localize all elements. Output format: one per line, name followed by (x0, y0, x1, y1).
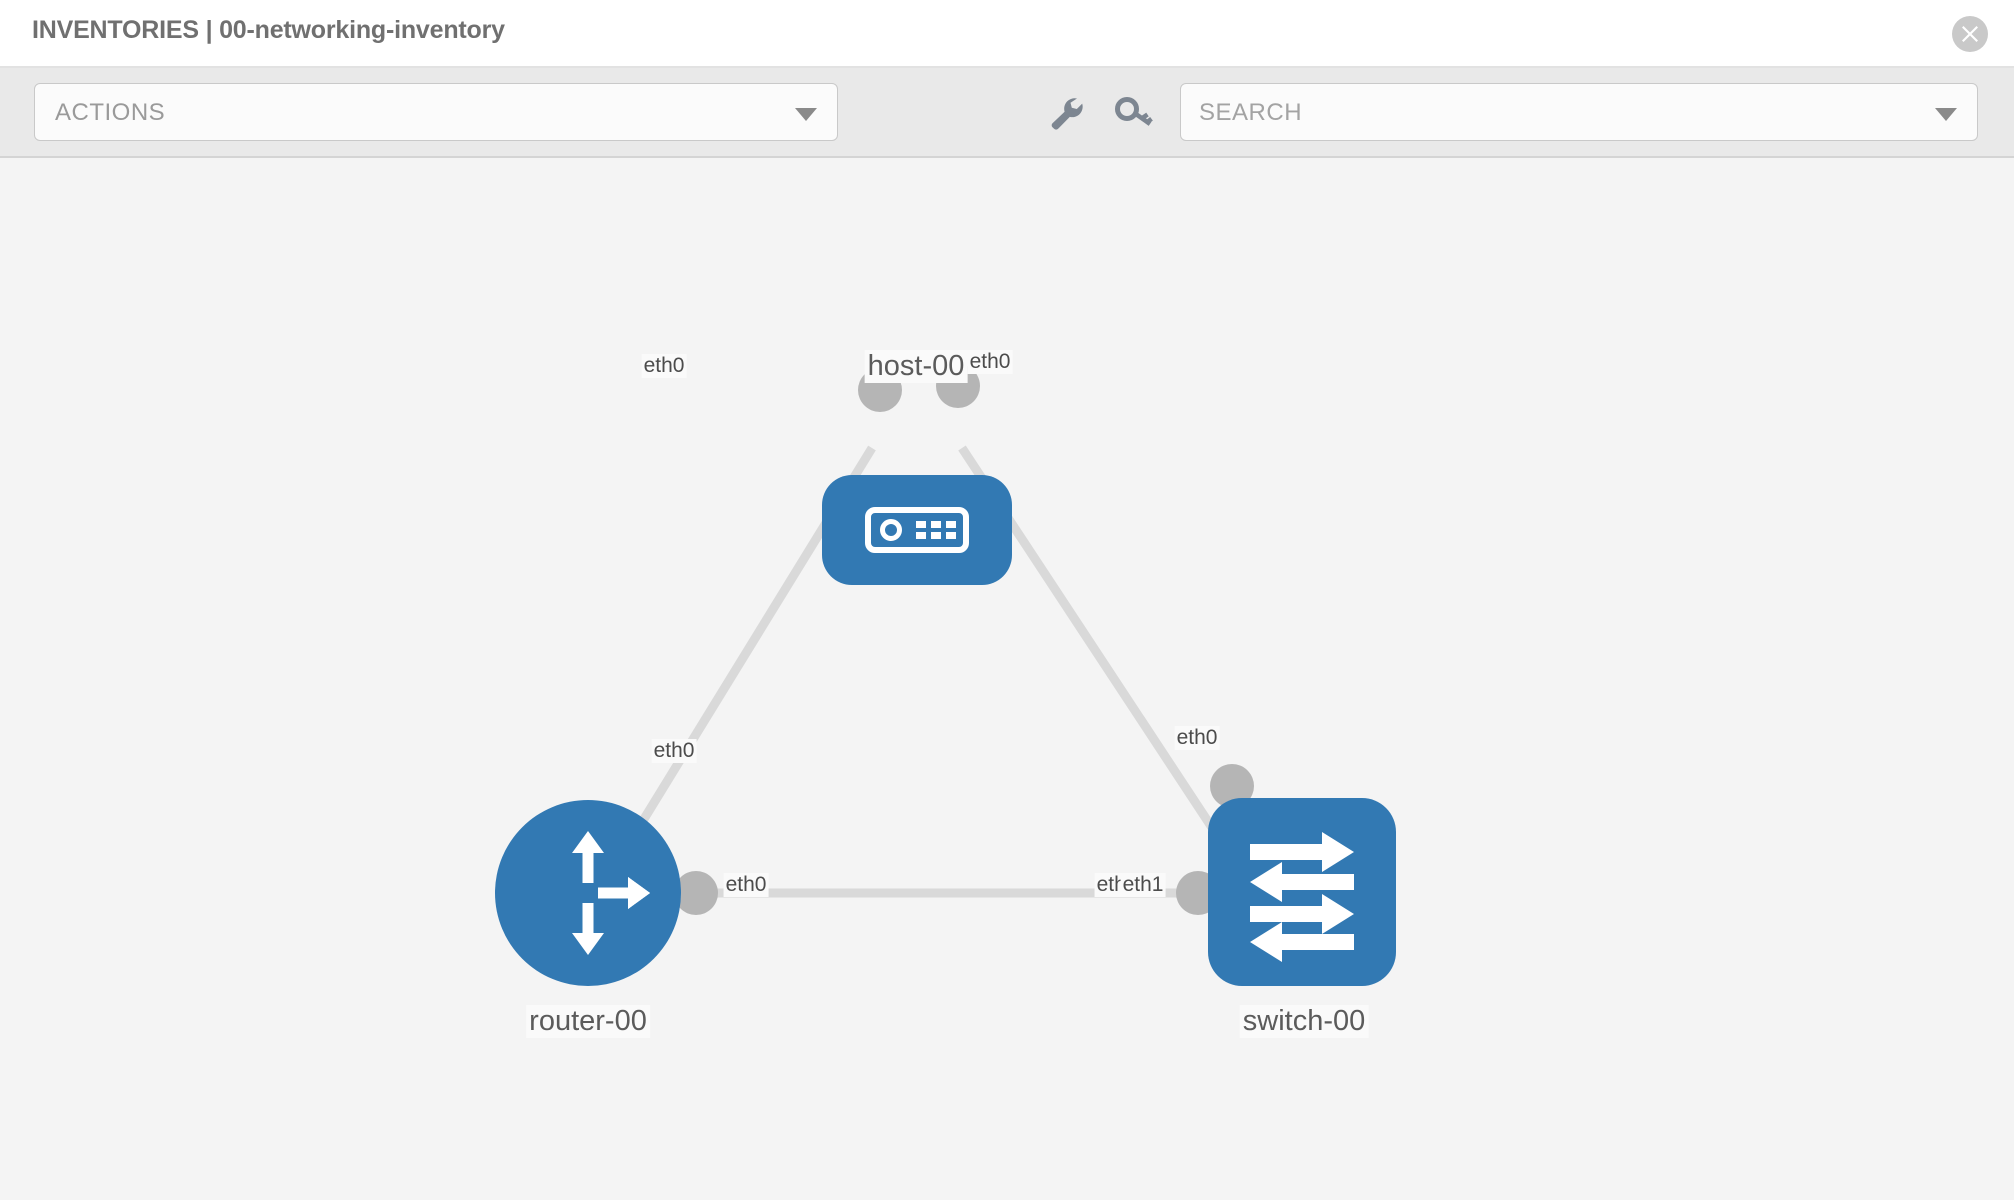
switch-icon (1250, 832, 1354, 962)
topology-canvas[interactable]: eth0 eth0 eth0 eth0 eth0 eth0 eth1 host-… (0, 158, 2014, 1200)
iface-label-switch00-eth1-left: eth1 (1120, 873, 1166, 897)
chevron-down-icon (795, 108, 817, 121)
iface-label-router00-eth0-right: eth0 (723, 873, 769, 897)
iface-label-router00-eth0-up: eth0 (651, 739, 697, 763)
node-label-host-00: host-00 (864, 350, 968, 383)
page-title: INVENTORIES | 00-networking-inventory (32, 16, 505, 44)
node-host-00[interactable] (822, 475, 1012, 585)
chevron-down-icon[interactable] (1935, 108, 1957, 121)
search-placeholder: SEARCH (1199, 99, 1303, 126)
node-switch-00[interactable] (1208, 798, 1396, 986)
router-icon (572, 831, 650, 955)
iface-label-switch00-eth0-up: eth0 (1174, 726, 1220, 750)
node-label-switch-00: switch-00 (1239, 1005, 1369, 1038)
wrench-icon[interactable] (1046, 94, 1086, 130)
search-input[interactable]: SEARCH (1180, 83, 1978, 141)
node-label-router-00: router-00 (526, 1005, 650, 1038)
topology-graph (495, 364, 1396, 986)
server-icon (865, 507, 969, 553)
close-icon[interactable] (1952, 16, 1988, 52)
key-icon[interactable] (1114, 94, 1154, 130)
actions-dropdown[interactable]: ACTIONS (34, 83, 838, 141)
port-router00-eth0-right (674, 871, 718, 915)
node-router-00[interactable] (495, 800, 681, 986)
port-switch00-eth0-up (1210, 764, 1254, 808)
iface-label-host00-eth0-right: eth0 (967, 350, 1013, 374)
window-header: INVENTORIES | 00-networking-inventory (0, 0, 2014, 68)
toolbar: ACTIONS SEARCH (0, 68, 2014, 158)
iface-label-host00-eth0-left: eth0 (641, 354, 687, 378)
actions-dropdown-label: ACTIONS (55, 99, 166, 126)
topology-ports (598, 364, 1254, 915)
